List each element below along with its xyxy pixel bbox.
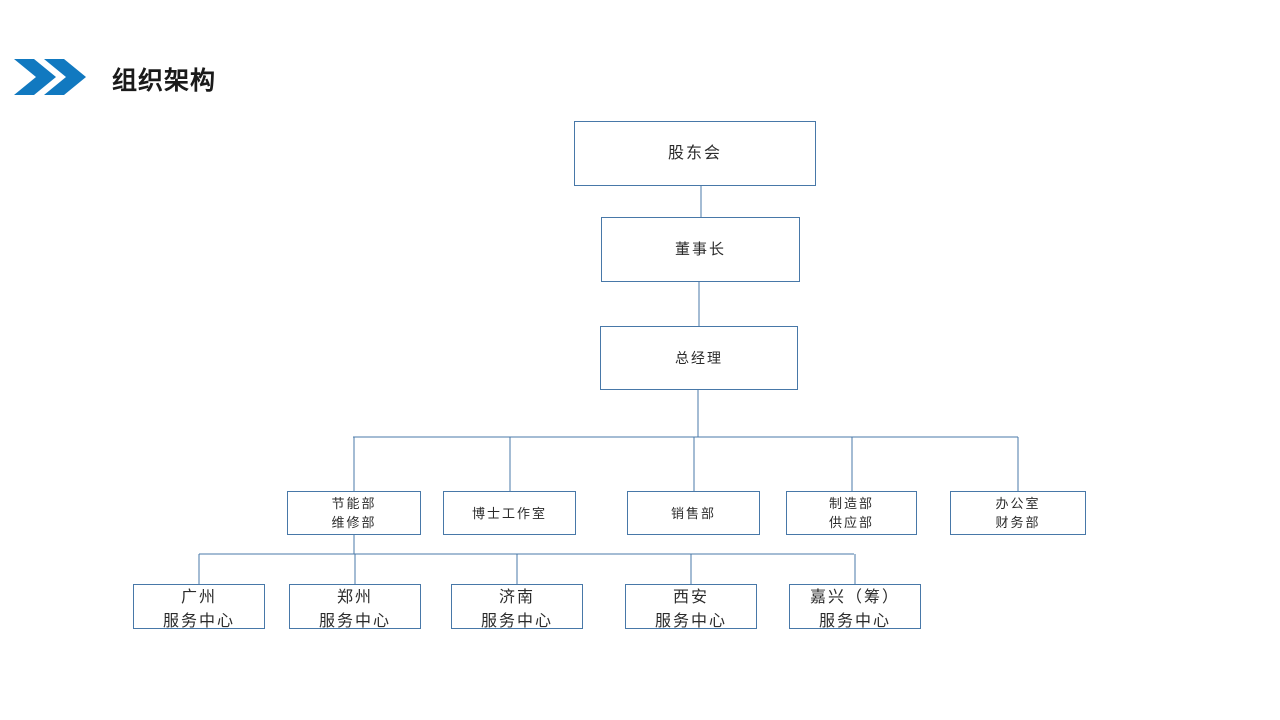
org-node-label: 服务中心 xyxy=(480,612,553,630)
org-node-label: 服务中心 xyxy=(318,612,391,630)
org-node-center-guangzhou[interactable]: 广州服务中心 xyxy=(133,584,265,630)
org-node-dept-manufacturing-supply[interactable]: 制造部供应部 xyxy=(786,491,917,535)
org-node-center-jinan[interactable]: 济南服务中心 xyxy=(451,584,583,630)
org-node-dept-sales[interactable]: 销售部 xyxy=(627,491,760,535)
org-node-dept-office-finance[interactable]: 办公室财务部 xyxy=(950,491,1086,535)
org-node-dept-doctoral-studio[interactable]: 博士工作室 xyxy=(443,491,576,535)
org-node-label: 节能部 xyxy=(331,496,377,511)
org-node-label: 西安 xyxy=(672,588,709,606)
org-node-label: 广州 xyxy=(180,588,217,606)
org-node-label: 总经理 xyxy=(675,350,723,366)
org-node-label: 博士工作室 xyxy=(471,505,547,521)
org-node-label: 服务中心 xyxy=(654,612,727,630)
org-node-center-zhengzhou[interactable]: 郑州服务中心 xyxy=(289,584,421,630)
org-node-chairman[interactable]: 董事长 xyxy=(601,217,800,282)
org-node-center-jiaxing[interactable]: 嘉兴（筹） 服务中心 xyxy=(789,584,921,630)
org-node-general-manager[interactable]: 总经理 xyxy=(600,326,798,390)
org-node-dept-energy-maintenance[interactable]: 节能部维修部 xyxy=(287,491,421,535)
org-node-center-xian[interactable]: 西安服务中心 xyxy=(625,584,757,630)
org-node-label: 服务中心 xyxy=(162,612,235,630)
org-node-label: 办公室 xyxy=(995,496,1041,511)
org-node-label: 维修部 xyxy=(331,515,377,530)
org-node-label: 嘉兴（筹） xyxy=(809,588,900,606)
org-node-label: 财务部 xyxy=(995,515,1041,530)
org-node-label: 郑州 xyxy=(336,588,373,606)
org-node-label: 制造部 xyxy=(828,496,874,511)
org-node-shareholders[interactable]: 股东会 xyxy=(574,121,816,186)
org-node-label: 济南 xyxy=(498,588,535,606)
org-node-label: 股东会 xyxy=(667,144,722,162)
double-chevron-right-icon xyxy=(12,57,90,97)
org-node-label: 董事长 xyxy=(674,241,726,258)
org-node-label: 供应部 xyxy=(828,515,874,530)
page-title: 组织架构 xyxy=(112,67,217,95)
org-node-label: 销售部 xyxy=(670,505,716,521)
org-node-label: 服务中心 xyxy=(818,612,891,630)
